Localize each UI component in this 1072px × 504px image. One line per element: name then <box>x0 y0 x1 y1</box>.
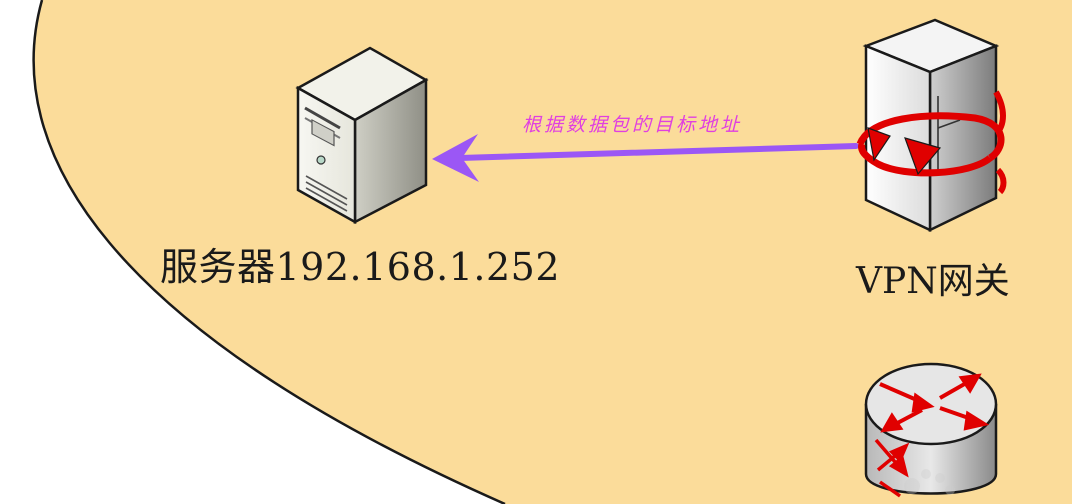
gateway-label: VPN网关 <box>856 261 1010 302</box>
server-label: 服务器192.168.1.252 <box>160 245 561 289</box>
tower-server-icon[interactable] <box>295 46 429 225</box>
network-zone <box>33 0 1072 504</box>
watermark-icon <box>904 469 955 495</box>
router-icon[interactable] <box>864 362 998 498</box>
arrow-label: 根据数据包的目标地址 <box>522 114 743 136</box>
rotation-ring-icon <box>856 90 1007 195</box>
rack-server-icon[interactable] <box>862 18 1000 232</box>
flow-arrow <box>432 134 859 182</box>
network-zone-border <box>32 0 506 504</box>
